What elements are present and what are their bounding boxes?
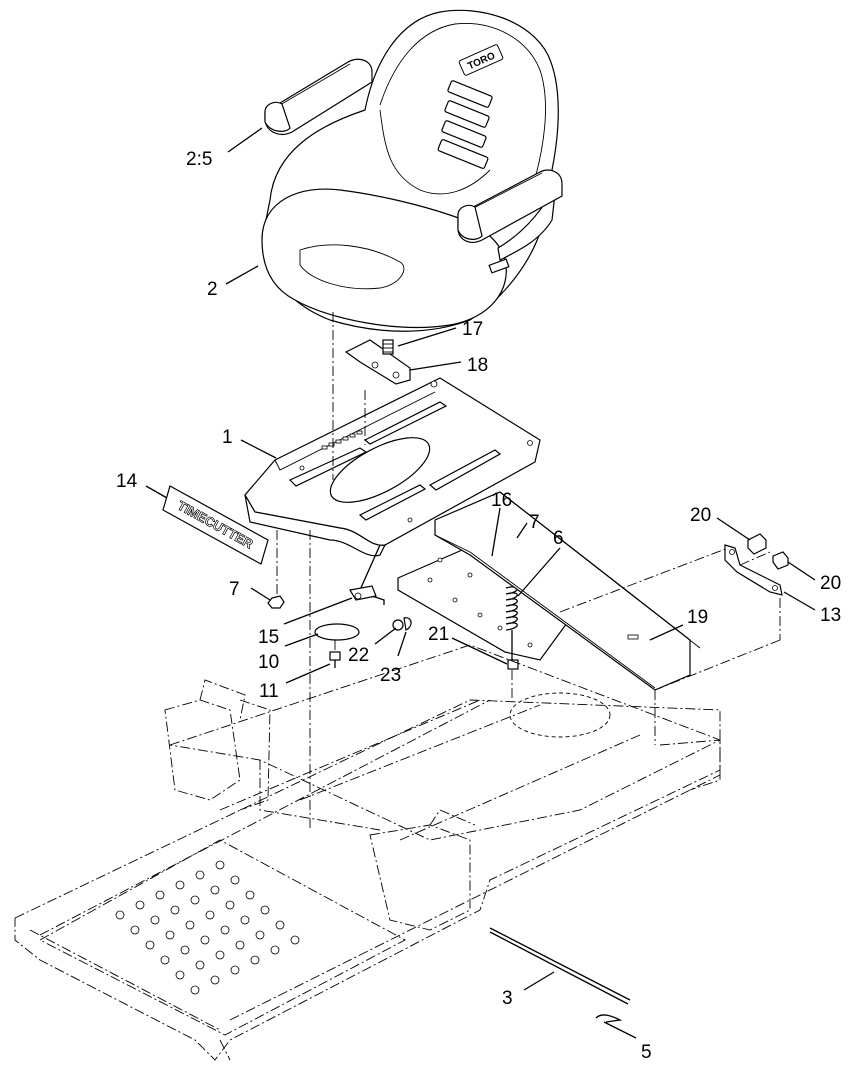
callout-13: 13 [820,605,841,626]
callout-5: 5 [641,1042,652,1063]
callout-14: 14 [116,471,138,492]
callout-18: 18 [467,355,488,376]
callout-15: 15 [258,627,279,648]
callout-10: 10 [258,652,279,673]
side-bracket [724,533,789,596]
callout-23: 23 [380,665,401,686]
callout-17: 17 [462,319,483,340]
center-lines [276,312,781,830]
floor-holes [115,860,300,995]
callout-16: 16 [491,490,512,511]
small-hardware [267,595,412,668]
mower-frame [14,644,722,1061]
channel-bracket [434,491,701,691]
callout-2-5: 2:5 [186,149,212,170]
callout-2: 2 [207,279,218,300]
callout-6: 6 [553,528,564,549]
callouts: 2:5 2 17 18 1 14 16 7 6 20 20 13 19 7 15… [116,149,841,1063]
callout-7-left: 7 [229,579,240,600]
seat-plate [244,377,541,605]
seat: TORO [261,9,563,332]
callout-1: 1 [222,427,233,448]
callout-19: 19 [687,607,708,628]
leader-lines [145,127,816,1039]
callout-20-top: 20 [690,505,711,526]
callout-3: 3 [502,988,513,1009]
callout-21: 21 [428,624,449,645]
callout-20-right: 20 [820,573,841,594]
svg-text:TIMECUTTER: TIMECUTTER [175,498,256,552]
callout-7-right: 7 [529,512,540,533]
right-armrest [457,169,563,243]
left-armrest [264,58,373,135]
callout-22: 22 [348,645,369,666]
callout-11: 11 [259,681,279,702]
seat-latch-bracket [344,339,411,385]
